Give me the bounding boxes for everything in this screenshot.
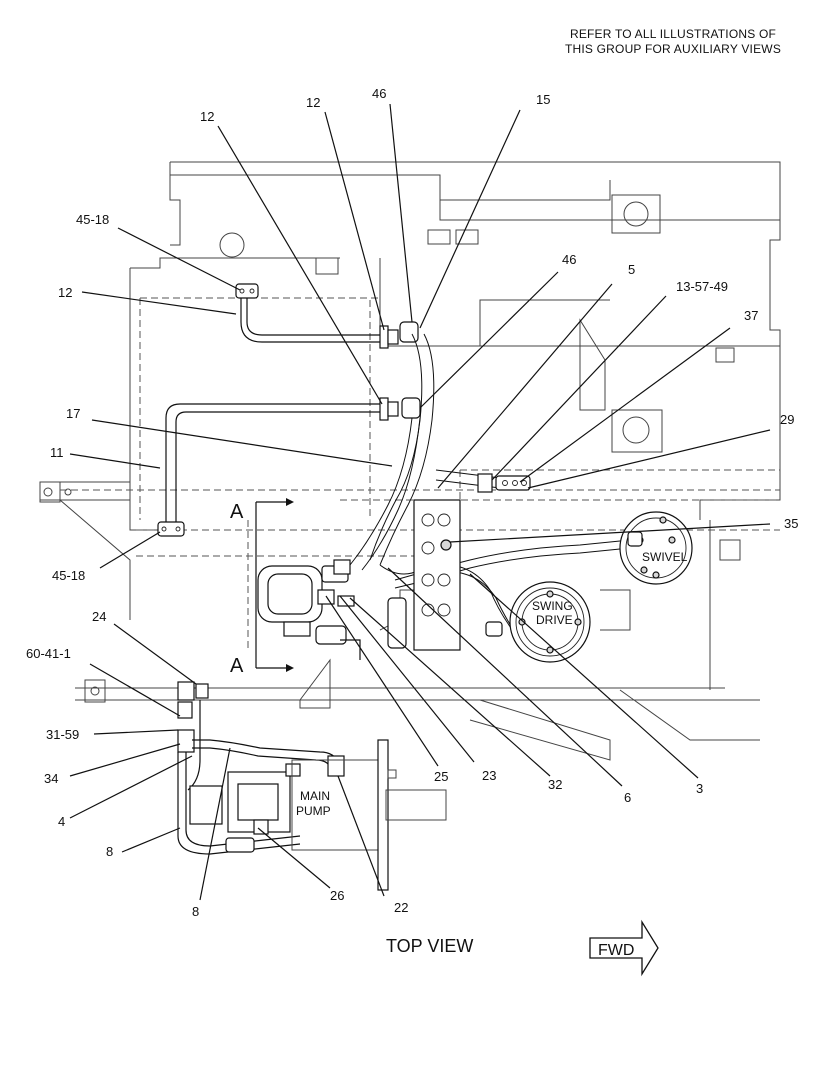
reference-note: REFER TO ALL ILLUSTRATIONS OF THIS GROUP… — [548, 27, 798, 57]
upper-tube-lines — [157, 283, 421, 537]
callout-46b: 46 — [562, 252, 576, 267]
main-pump-label-line-2: PUMP — [296, 804, 331, 818]
callout-45-18b: 45-18 — [52, 568, 85, 583]
callout-8b: 8 — [192, 904, 199, 919]
section-a-marker — [247, 498, 294, 672]
component-labels: SWIVEL SWING DRIVE MAIN PUMP A A — [230, 501, 688, 818]
callout-22: 22 — [394, 900, 408, 915]
callout-15: 15 — [536, 92, 550, 107]
section-a-label-top: A — [230, 501, 244, 523]
callout-24: 24 — [92, 609, 106, 624]
callout-12c: 12 — [58, 285, 72, 300]
section-a-label-bottom: A — [230, 655, 244, 677]
forward-arrow-label: FWD — [598, 942, 634, 959]
callout-4: 4 — [58, 814, 65, 829]
callout-8a: 8 — [106, 844, 113, 859]
callout-5: 5 — [628, 262, 635, 277]
lower-pump-lines — [177, 681, 447, 891]
callout-29: 29 — [780, 412, 794, 427]
callout-31-59: 31-59 — [46, 727, 79, 742]
swing-drive-label-line-1: SWING — [532, 599, 573, 613]
callout-13-57-49: 13-57-49 — [676, 279, 728, 294]
reference-note-line-1: REFER TO ALL ILLUSTRATIONS OF — [569, 27, 777, 41]
callout-17: 17 — [66, 406, 80, 421]
callout-26: 26 — [330, 888, 344, 903]
upper-frame-outline — [39, 161, 781, 761]
callout-12b: 12 — [200, 109, 214, 124]
leader-lines — [69, 103, 771, 901]
forward-arrow: FWD — [589, 919, 659, 977]
callout-23: 23 — [482, 768, 496, 783]
callout-45-18a: 45-18 — [76, 212, 109, 227]
callout-11: 11 — [50, 445, 64, 460]
view-title: TOP VIEW — [386, 936, 473, 956]
callout-3: 3 — [696, 781, 703, 796]
callout-35: 35 — [784, 516, 798, 531]
callout-12a: 12 — [306, 95, 320, 110]
control-valve-group — [413, 473, 531, 651]
callout-labels: 12 46 15 12 45-18 12 46 5 13-57-49 37 17… — [26, 86, 798, 919]
callout-37: 37 — [744, 308, 758, 323]
swivel-label: SWIVEL — [642, 550, 688, 564]
callout-46a: 46 — [372, 86, 386, 101]
main-pump-label-line-1: MAIN — [300, 789, 330, 803]
swing-drive-label-line-2: DRIVE — [536, 613, 573, 627]
callout-60-41-1: 60-41-1 — [26, 646, 71, 661]
center-pump-assembly — [257, 559, 407, 660]
swing-drive-component — [485, 581, 591, 663]
swivel-component — [619, 511, 693, 585]
reference-note-line-2: THIS GROUP FOR AUXILIARY VIEWS — [564, 42, 782, 56]
callout-32: 32 — [548, 777, 562, 792]
callout-34: 34 — [44, 771, 58, 786]
callout-25: 25 — [434, 769, 448, 784]
callout-6: 6 — [624, 790, 631, 805]
